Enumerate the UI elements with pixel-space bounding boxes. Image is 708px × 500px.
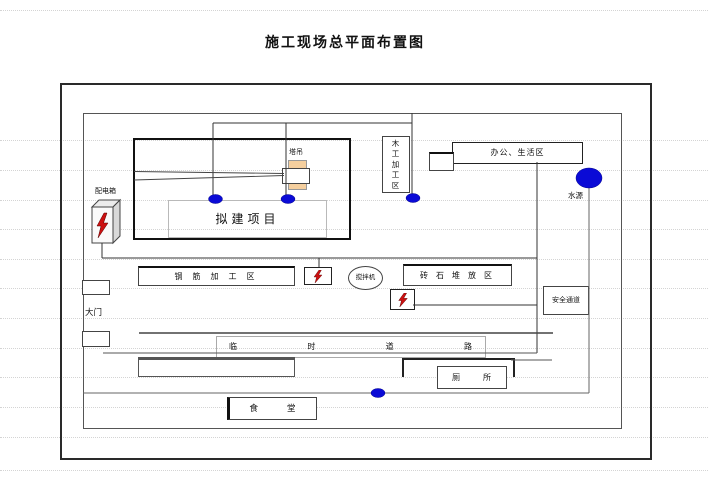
proposed-project-building [133,138,351,240]
mixer-ellipse: 搅拌机 [348,266,383,290]
toilet-box: 厕 所 [437,366,507,389]
proposed-project-label-box: 拟建项目 [168,200,327,238]
power-hazard-box-2 [390,289,415,310]
scan-artifact-line [0,407,708,408]
tower-crane-cab [282,168,310,184]
temporary-road-label-box: 临 时 道 路 [216,336,486,358]
canteen-box: 食 堂 [227,397,317,420]
tower-crane-label: 塔吊 [289,148,303,156]
road-segment-right [402,358,515,377]
scan-artifact-line [0,259,708,260]
scan-artifact-line [0,170,708,171]
scan-artifact-line [0,470,708,471]
safety-passage-box: 安全通道 [543,286,589,315]
scan-artifact-line [0,318,708,319]
distribution-box-label: 配电箱 [95,187,116,195]
masonry-storage-area-box: 砖 石 堆 放 区 [403,264,512,286]
scan-artifact-line [0,10,708,11]
lightning-bolt-icon [96,212,109,239]
office-living-area-box: 办公、生活区 [452,142,583,164]
proposed-project-label: 拟建项目 [215,212,280,226]
woodworking-area-box: 木 工 加 工 区 [382,136,410,193]
power-hazard-box-1 [304,267,332,285]
gate-post-top [82,280,110,295]
lightning-bolt-icon [313,269,323,283]
water-source-label: 水源 [568,191,583,200]
gate-post-bottom [82,331,110,347]
scan-artifact-line [0,377,708,378]
scan-artifact-line [0,288,708,289]
diagram-title: 施工现场总平面布置图 [265,36,425,51]
scan-artifact-line [0,200,708,201]
lightning-bolt-icon [397,292,408,307]
distribution-box-icon [90,198,122,245]
scan-artifact-line [0,437,708,438]
main-gate-label: 大门 [85,307,103,317]
scan-artifact-line [0,140,708,141]
road-segment-left [138,357,295,377]
rebar-processing-area-box: 钢 筋 加 工 区 [138,266,295,286]
office-annex-box [429,152,454,171]
site-inner-boundary [83,113,622,429]
site-outer-boundary [60,83,652,460]
scan-artifact-line [0,348,708,349]
scan-artifact-line [0,229,708,230]
